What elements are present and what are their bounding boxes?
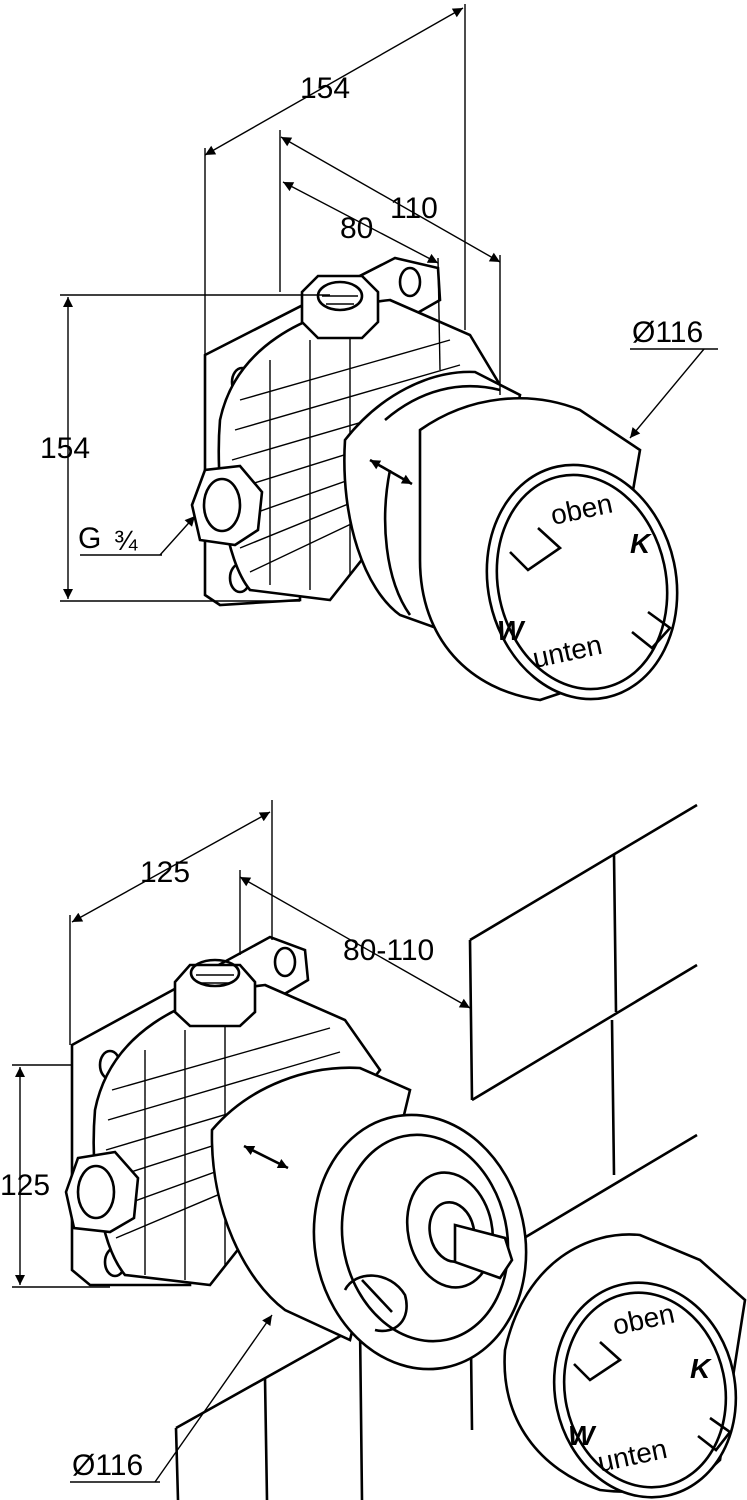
bottom-diameter-leader — [154, 1314, 273, 1483]
top-plate-hole-1 — [398, 266, 422, 298]
top-cap-w: W — [497, 615, 526, 646]
top-side-nut — [190, 464, 264, 547]
bottom-cap-k: K — [690, 1353, 712, 1384]
bottom-cap-notches — [573, 1341, 732, 1452]
top-dim-80: 80 — [340, 212, 373, 245]
top-side-bore — [202, 477, 242, 533]
top-cylinder-band — [383, 384, 501, 616]
top-inlet-bore — [316, 280, 364, 312]
bottom-dim-width: 125 — [140, 856, 190, 889]
top-cap-notches — [509, 527, 672, 650]
top-thread-leader — [159, 515, 196, 556]
top-rib-lines — [231, 322, 461, 590]
bottom-dim-diameter: Ø116 — [72, 1449, 143, 1482]
bottom-inlet-bore — [189, 958, 241, 988]
bottom-cap-w: W — [568, 1420, 597, 1451]
bottom-adjust-arrow — [243, 1144, 289, 1170]
bottom-inlet-nut — [173, 963, 257, 1028]
bottom-inlet-thread — [196, 974, 234, 984]
wall-tiles — [174, 803, 698, 1500]
bottom-front-ring-inner — [340, 1133, 510, 1343]
top-cap-inner-ring — [495, 473, 669, 691]
top-thread-size: ¾ — [114, 525, 138, 556]
top-dim-height: 154 — [40, 432, 90, 465]
top-inlet-nut — [300, 274, 380, 340]
bottom-valve-body — [343, 1274, 408, 1333]
bottom-dim-height: 125 — [0, 1169, 50, 1202]
bottom-dim-range: 80-110 — [343, 934, 434, 967]
top-adjust-arrow — [369, 458, 413, 486]
top-cap-k: K — [630, 528, 652, 559]
bottom-view: 125 80-110 125 Ø116 oben unten W K — [0, 800, 747, 1500]
top-dim-110: 110 — [390, 192, 438, 225]
top-dim-width: 154 — [300, 72, 350, 105]
bottom-valve-spindle — [453, 1223, 514, 1280]
top-dim-line-154-width — [204, 7, 464, 156]
top-inlet-thread — [322, 295, 358, 305]
bottom-side-bore — [76, 1164, 116, 1220]
top-diameter-leader — [629, 348, 705, 439]
top-thread-g: G — [78, 522, 101, 555]
bottom-dim-line-80-110 — [239, 876, 471, 1009]
bottom-cap-inner-ring — [562, 1291, 728, 1489]
top-view: 154 110 80 154 G ¾ Ø116 oben unten W K — [40, 4, 718, 702]
top-dim-line-80 — [282, 181, 439, 264]
top-dim-diameter: Ø116 — [632, 316, 703, 349]
bottom-cap-face — [552, 1281, 738, 1499]
bottom-dim-line-125-width — [71, 811, 271, 923]
top-ext-line-80-right — [437, 257, 441, 371]
top-cap-face — [485, 463, 679, 701]
